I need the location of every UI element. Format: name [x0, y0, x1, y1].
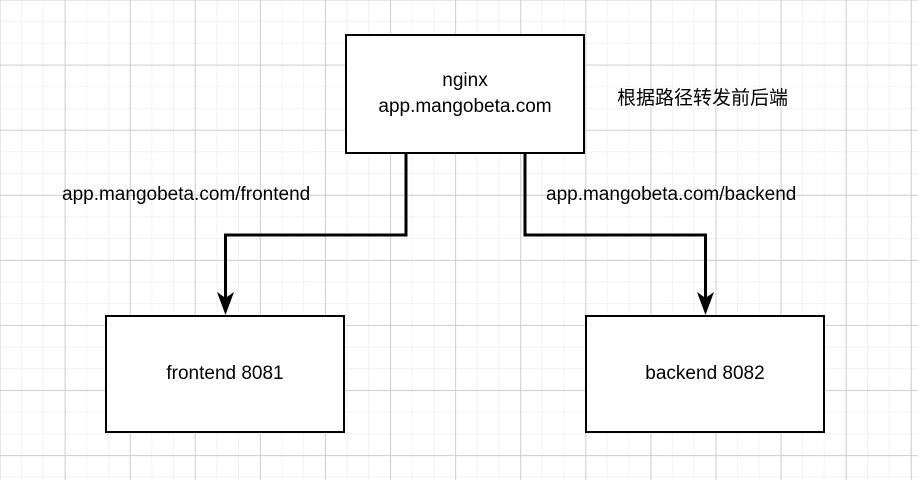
node-frontend-label: frontend 8081 [166, 362, 284, 384]
edge-label-frontend-path: app.mangobeta.com/frontend [62, 184, 311, 205]
node-nginx-gateway[interactable]: nginx app.mangobeta.com [345, 34, 585, 154]
edge-label-backend-path: app.mangobeta.com/backend [546, 184, 797, 205]
annotation-routing-note: 根据路径转发前后端 [617, 88, 789, 109]
arrow-head-backend [697, 292, 714, 315]
node-nginx-label: nginx app.mangobeta.com [378, 69, 552, 117]
node-frontend-service[interactable]: frontend 8081 [105, 315, 345, 433]
edge-gateway-to-frontend [224, 154, 408, 300]
arrow-head-frontend [217, 292, 234, 315]
node-backend-label: backend 8082 [645, 362, 765, 384]
node-backend-service[interactable]: backend 8082 [585, 315, 825, 433]
edge-gateway-to-backend [523, 154, 707, 300]
